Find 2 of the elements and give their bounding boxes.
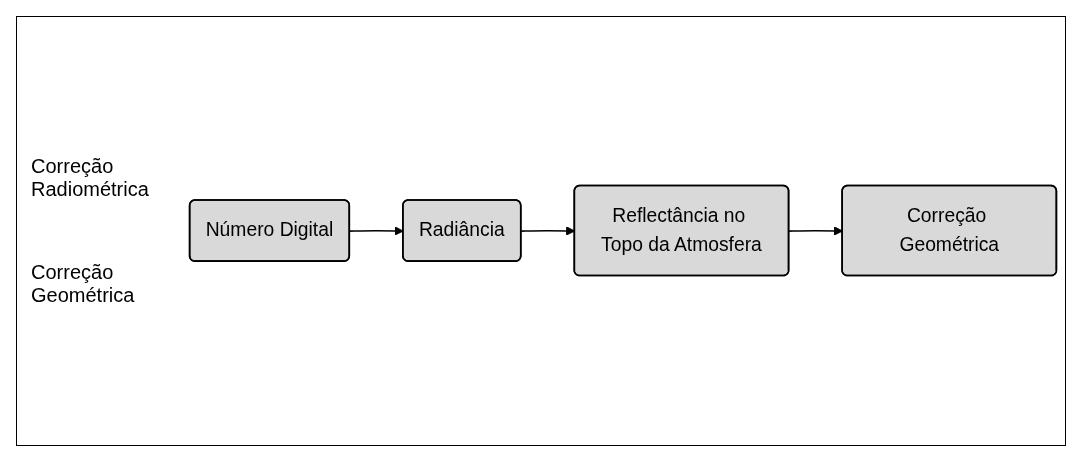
section-label: Correção Radiométrica xyxy=(31,155,150,201)
section-label: Correção Geométrica xyxy=(31,261,136,307)
